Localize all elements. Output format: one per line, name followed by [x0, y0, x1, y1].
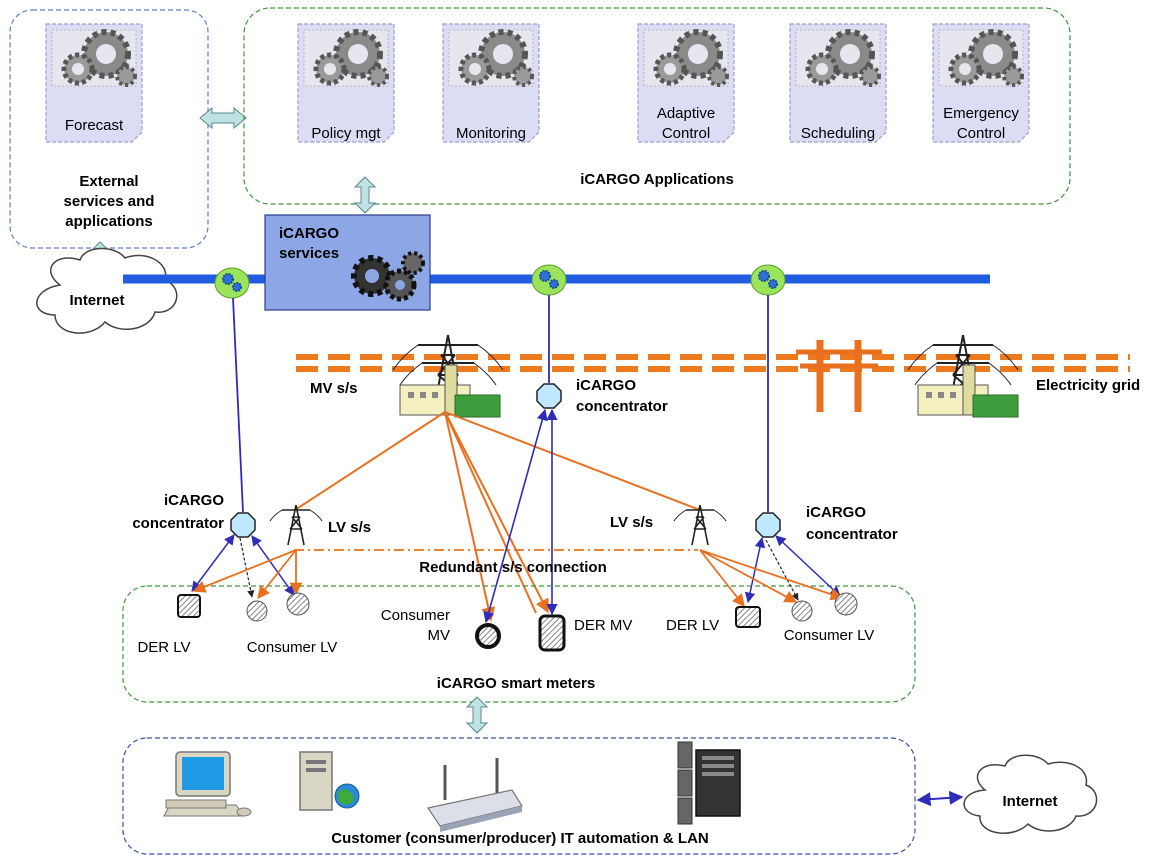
lv-ss-left-icon	[269, 504, 323, 546]
der-lv-left-meter-icon	[177, 594, 201, 618]
bus-node-right-icon	[750, 264, 786, 296]
services-gears-icon	[351, 251, 425, 302]
concentrator-left-label-1: iCARGO	[164, 492, 224, 509]
concentrator-right-label-2: concentrator	[806, 526, 898, 543]
consumer-lv-left-meter-a-icon	[246, 600, 268, 622]
concentrator-left-label-2: concentrator	[132, 515, 224, 532]
internet-cloud-right: Internet	[963, 754, 1098, 834]
right-substation-icon	[907, 334, 1019, 418]
apps-services-double-arrow	[354, 176, 376, 214]
app-policy-mgt-label: Policy mgt	[311, 125, 381, 142]
app-monitoring-label: Monitoring	[456, 125, 526, 142]
left-meter-links	[191, 534, 303, 599]
consumer-lv-left-meter-b-icon	[286, 592, 310, 616]
lv-ss-right-label: LV s/s	[610, 514, 653, 531]
consumer-lv-right-meter-a-icon	[791, 600, 813, 622]
link-bus-left	[232, 297, 244, 513]
lv-ss-left-label: LV s/s	[328, 519, 371, 536]
app-adaptive-label-2: Control	[662, 125, 710, 142]
consumer-lv-right-meter-b-icon	[834, 592, 858, 616]
wifi-router-icon	[427, 758, 523, 832]
consumer-lv-left-label: Consumer LV	[247, 639, 338, 656]
concentrator-center-label-2: concentrator	[576, 398, 668, 415]
mv-ss-label: MV s/s	[310, 380, 358, 397]
external-title-line-2: services and	[64, 193, 155, 210]
bus-node-center-icon	[531, 264, 567, 296]
internet-left-label: Internet	[69, 292, 124, 309]
app-emergency-label-1: Emergency	[943, 105, 1019, 122]
applications-box	[243, 7, 1071, 205]
smart-meters-box	[122, 585, 916, 703]
concentrator-right-icon	[755, 512, 781, 538]
server-tower-icon	[299, 751, 360, 811]
consumer-mv-label-1: Consumer	[381, 607, 450, 624]
der-mv-label: DER MV	[574, 617, 632, 634]
desktop-computer-icon	[163, 751, 252, 817]
app-scheduling-label: Scheduling	[801, 125, 875, 142]
services-label-1: iCARGO	[279, 225, 339, 242]
consumer-mv-label-2: MV	[428, 627, 451, 644]
redundant-label: Redundant s/s connection	[419, 559, 607, 576]
consumer-lv-right-label: Consumer LV	[784, 627, 875, 644]
concentrator-center-icon	[536, 383, 562, 409]
external-apps-double-arrow	[199, 106, 247, 130]
server-rack-icon	[677, 741, 741, 825]
forecast-label: Forecast	[65, 117, 124, 134]
external-services-box	[9, 9, 209, 249]
customer-lan-box	[122, 737, 916, 855]
der-lv-left-label: DER LV	[137, 639, 190, 656]
der-lv-right-label: DER LV	[666, 617, 719, 634]
mv-substation-icon	[392, 334, 504, 418]
right-meter-links	[699, 535, 844, 607]
applications-title: iCARGO Applications	[580, 171, 734, 188]
concentrator-right-label-1: iCARGO	[806, 504, 866, 521]
customer-lan-title: Customer (consumer/producer) IT automati…	[331, 830, 709, 847]
concentrator-left-icon	[230, 512, 256, 538]
lan-internet-link	[916, 790, 964, 807]
app-adaptive-label-1: Adaptive	[657, 105, 715, 122]
external-title-line-3: applications	[65, 213, 153, 230]
internet-cloud-left: Internet	[36, 247, 178, 334]
bus-node-left-icon	[214, 267, 250, 299]
electricity-grid-label: Electricity grid	[1036, 377, 1140, 394]
internet-right-label: Internet	[1002, 793, 1057, 810]
concentrator-center-label-1: iCARGO	[576, 377, 636, 394]
external-title-line-1: External	[79, 173, 138, 190]
der-lv-right-meter-icon	[735, 606, 761, 628]
services-label-2: services	[279, 245, 339, 262]
link-conc-consumer-mv	[483, 408, 548, 624]
der-mv-meter-icon	[538, 614, 566, 652]
lv-ss-right-icon	[673, 504, 727, 546]
utility-poles-icon	[796, 340, 882, 412]
app-emergency-label-2: Control	[957, 125, 1005, 142]
smart-meters-title: iCARGO smart meters	[437, 675, 595, 692]
consumer-mv-meter-icon	[475, 623, 501, 649]
